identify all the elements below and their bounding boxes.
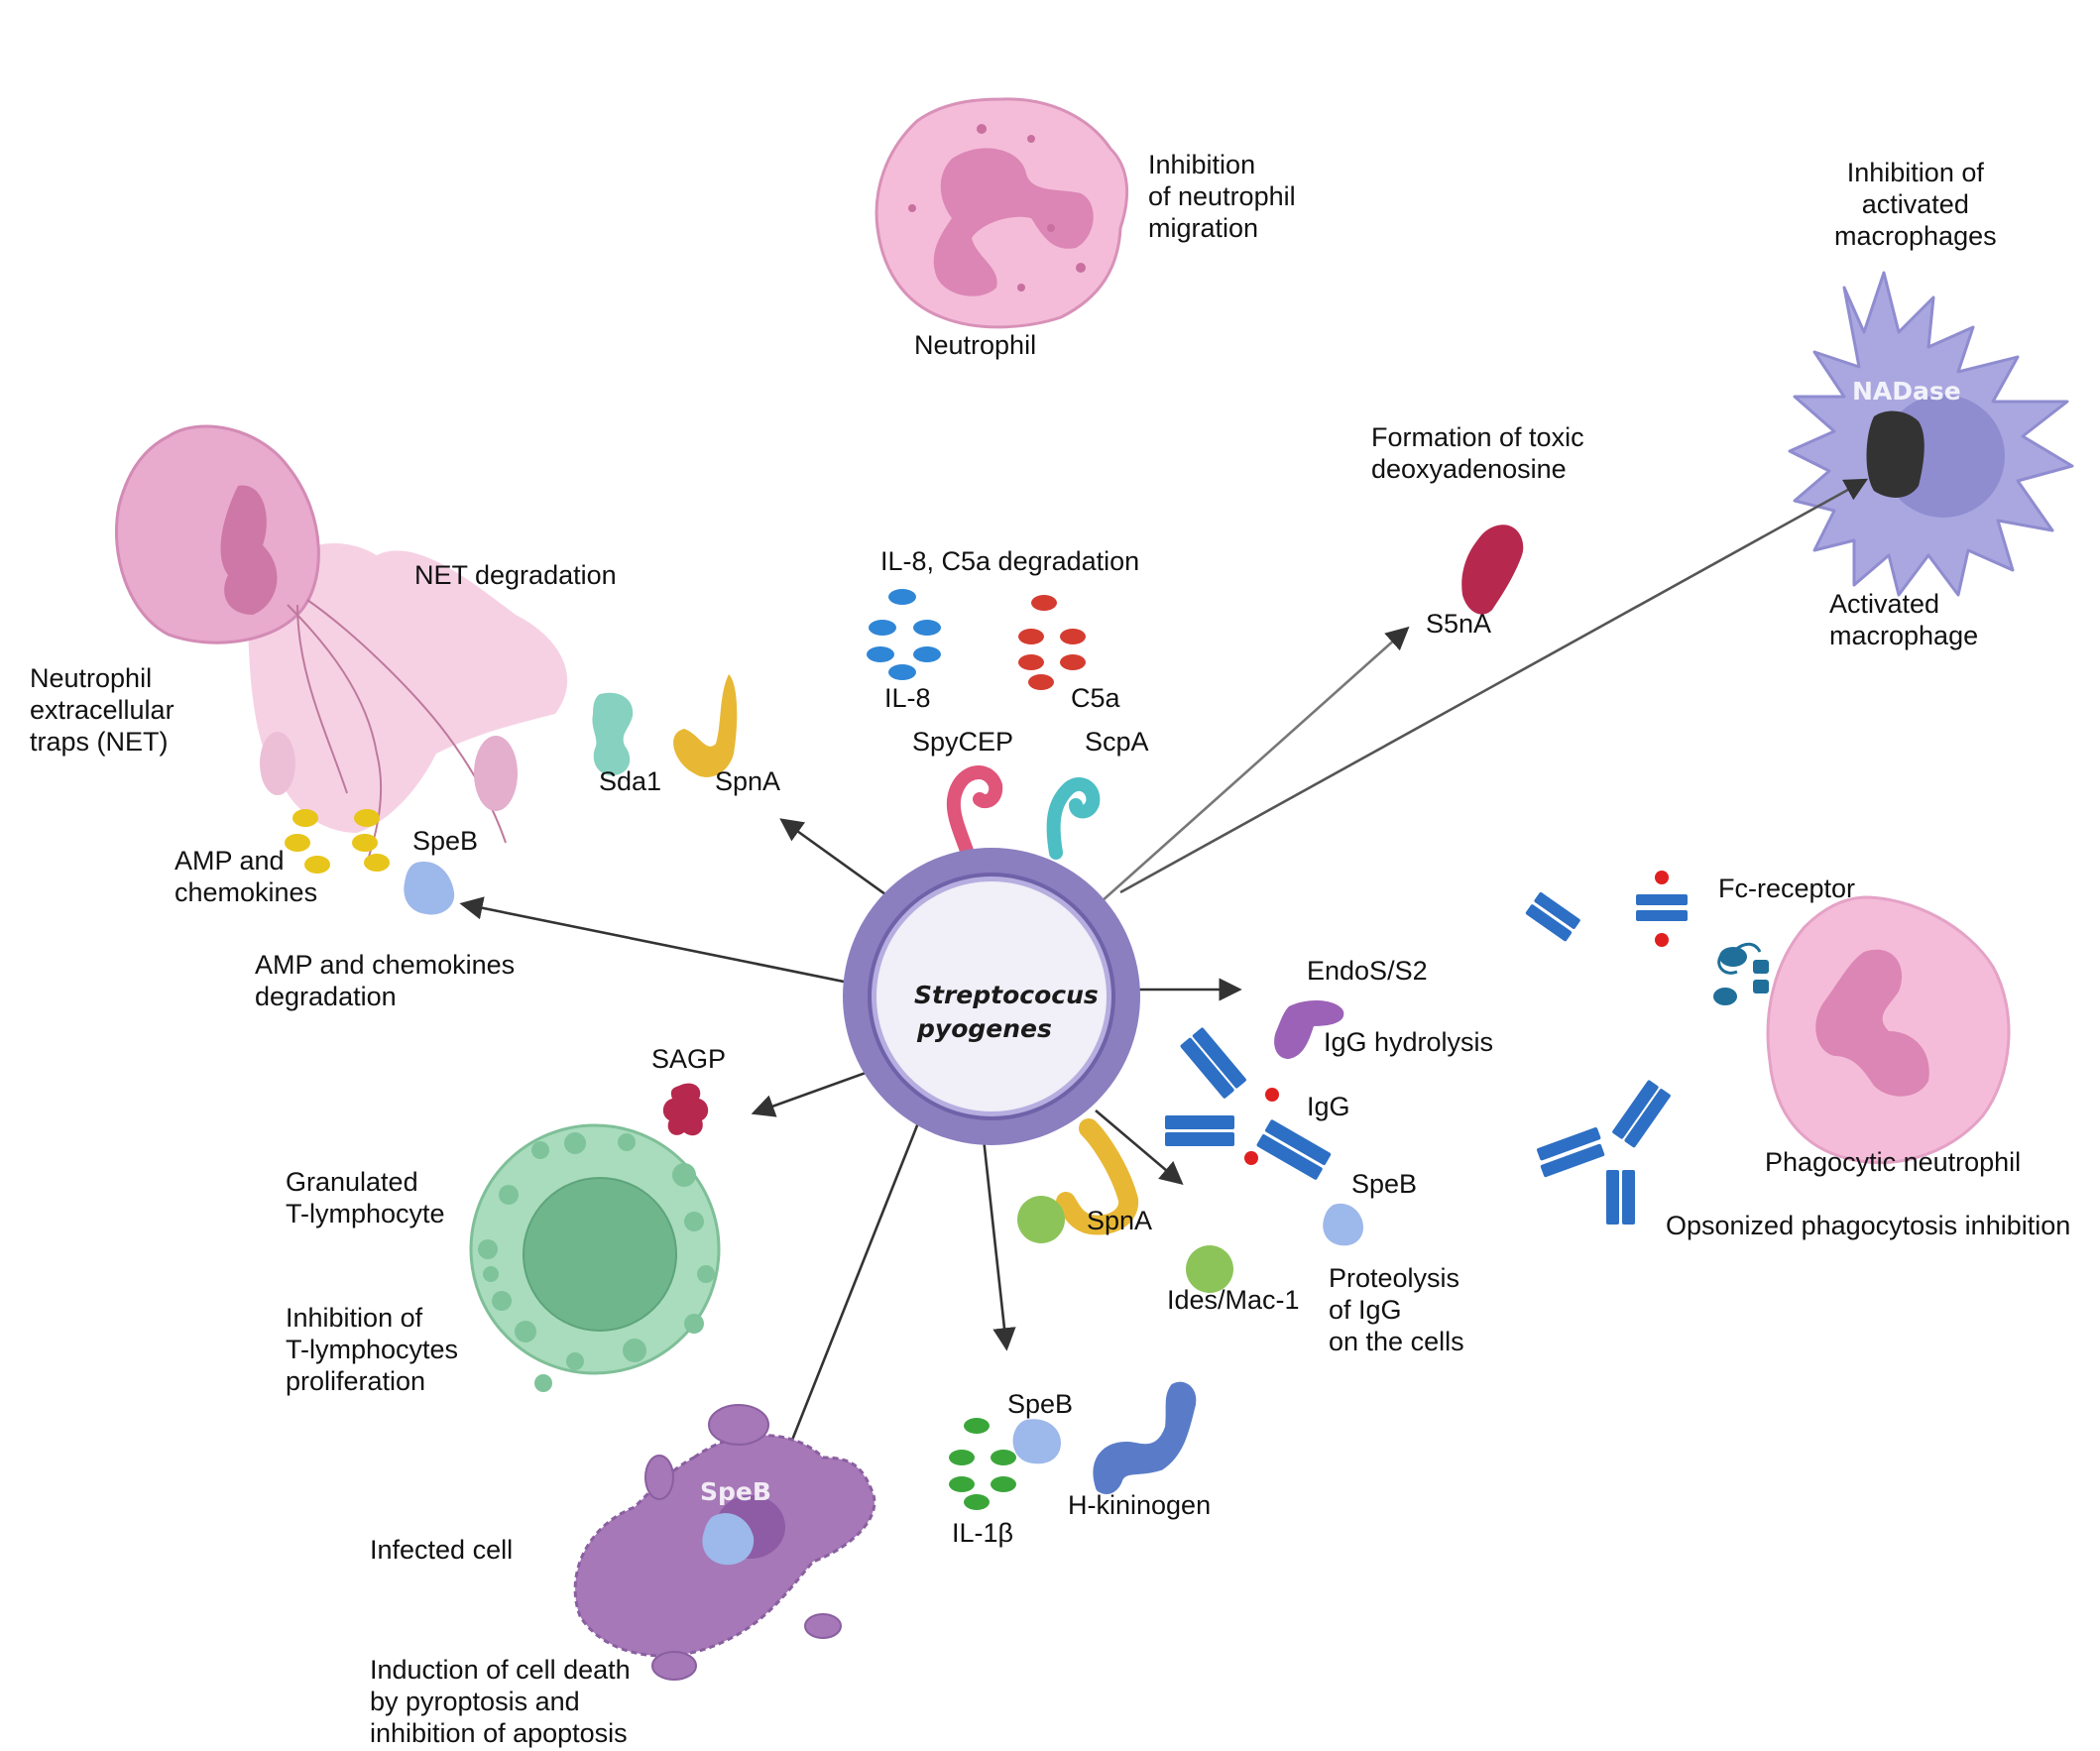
s5na-label: S5nA: [1426, 609, 1492, 639]
speb-bottom-molecule: [1012, 1419, 1061, 1464]
arrow-to-infected-cell: [779, 1100, 929, 1467]
bacterium-name-line1: Streptococus: [914, 981, 1099, 1009]
ides-label: Ides/Mac-1: [1167, 1285, 1300, 1315]
macrophage-name-label: Activated macrophage: [1829, 589, 1979, 650]
arrow-to-s5na: [1100, 626, 1410, 903]
macrophage-cell: [1788, 271, 2074, 597]
neutrophil-effect-label: Inhibition of neutrophil migration: [1148, 150, 1296, 243]
ides-molecule: [1186, 1245, 1233, 1293]
t-lymphocyte-cell: [469, 1123, 721, 1392]
spna-top-label: SpnA: [715, 766, 781, 796]
igg-hydrolysis-label: IgG hydrolysis: [1324, 1027, 1494, 1057]
arrow-to-amp: [459, 896, 893, 993]
h-kininogen-molecule: [1093, 1381, 1197, 1494]
streptococcus-bacterium: [843, 765, 1140, 1145]
net-effect-label: NET degradation: [414, 560, 617, 590]
nadase-label: NADase: [1852, 377, 1961, 406]
opsonized-inhibition-label: Opsonized phagocytosis inhibition: [1666, 1211, 2071, 1240]
il8-label: IL-8: [884, 683, 931, 713]
arrows: [459, 478, 1869, 1467]
infected-cell: [573, 1404, 876, 1681]
amp-degradation-label: AMP and chemokines degradation: [255, 950, 516, 1011]
sda1-molecule: [592, 692, 634, 776]
arrow-to-igg: [1095, 1109, 1184, 1186]
sagp-molecule: [662, 1083, 709, 1136]
il8-molecules: [867, 589, 941, 680]
spna-bottom-label: SpnA: [1087, 1206, 1153, 1235]
amp-label: AMP and chemokines: [175, 846, 318, 907]
fc-fragments: [1525, 871, 1688, 947]
neutrophil-cell: [875, 97, 1129, 329]
il1b-molecules: [949, 1418, 1016, 1510]
endos-label: EndoS/S2: [1307, 956, 1428, 986]
phagocytic-neutrophil-label: Phagocytic neutrophil: [1765, 1147, 2022, 1177]
sda1-label: Sda1: [599, 766, 662, 796]
speb-igg-label: SpeB: [1351, 1169, 1418, 1199]
s5na-molecule: [1461, 525, 1524, 615]
arrow-to-macrophage: [1119, 478, 1869, 894]
speb-infected-label: SpeB: [700, 1477, 771, 1506]
spna-top-molecule: [673, 674, 738, 777]
bacterium-name-line2: pyogenes: [917, 1014, 1052, 1043]
ides-spna-bottom-molecule: [1017, 1118, 1138, 1243]
arrow-to-il1b: [980, 1119, 1016, 1351]
il1b-label: IL-1β: [952, 1518, 1014, 1548]
proteolysis-label: Proteolysis of IgG on the cells: [1329, 1263, 1464, 1356]
endos-molecule: [1274, 999, 1344, 1059]
neutrophil-name-label: Neutrophil: [914, 330, 1037, 360]
fc-receptor-label: Fc-receptor: [1718, 874, 1856, 903]
spycep-label: SpyCEP: [912, 727, 1014, 757]
speb-igg-molecule: [1323, 1203, 1363, 1246]
scpa-label: ScpA: [1085, 727, 1149, 757]
speb-net-label: SpeB: [412, 826, 479, 856]
net-cell: [114, 424, 568, 864]
speb-net-molecule: [404, 862, 455, 915]
t-lymphocyte-name-label: Granulated T-lymphocyte: [286, 1167, 445, 1228]
h-kininogen-label: H-kininogen: [1068, 1490, 1212, 1520]
infected-cell-label: Infected cell: [370, 1535, 514, 1565]
net-name-label: Neutrophil extracellular traps (NET): [30, 663, 175, 757]
igg-label: IgG: [1307, 1092, 1350, 1121]
s5na-effect-label: Formation of toxic deoxyadenosine: [1371, 422, 1584, 484]
il8-c5a-title-label: IL-8, C5a degradation: [880, 546, 1140, 576]
c5a-molecules: [1018, 595, 1086, 690]
infected-cell-effect-label: Induction of cell death by pyroptosis an…: [370, 1655, 631, 1748]
c5a-label: C5a: [1071, 683, 1120, 713]
macrophage-effect-label: Inhibition of activated macrophages: [1834, 158, 1997, 251]
speb-bottom-label: SpeB: [1007, 1389, 1074, 1419]
amp-molecules: [285, 809, 390, 874]
t-lymphocyte-effect-label: Inhibition of T-lymphocytes proliferatio…: [286, 1303, 459, 1396]
phagocytic-neutrophil-cell: [1713, 895, 2011, 1165]
sagp-label: SAGP: [651, 1044, 727, 1074]
opsonized-antibody: [1536, 1080, 1671, 1225]
igg-antibody: [1165, 1027, 1332, 1180]
